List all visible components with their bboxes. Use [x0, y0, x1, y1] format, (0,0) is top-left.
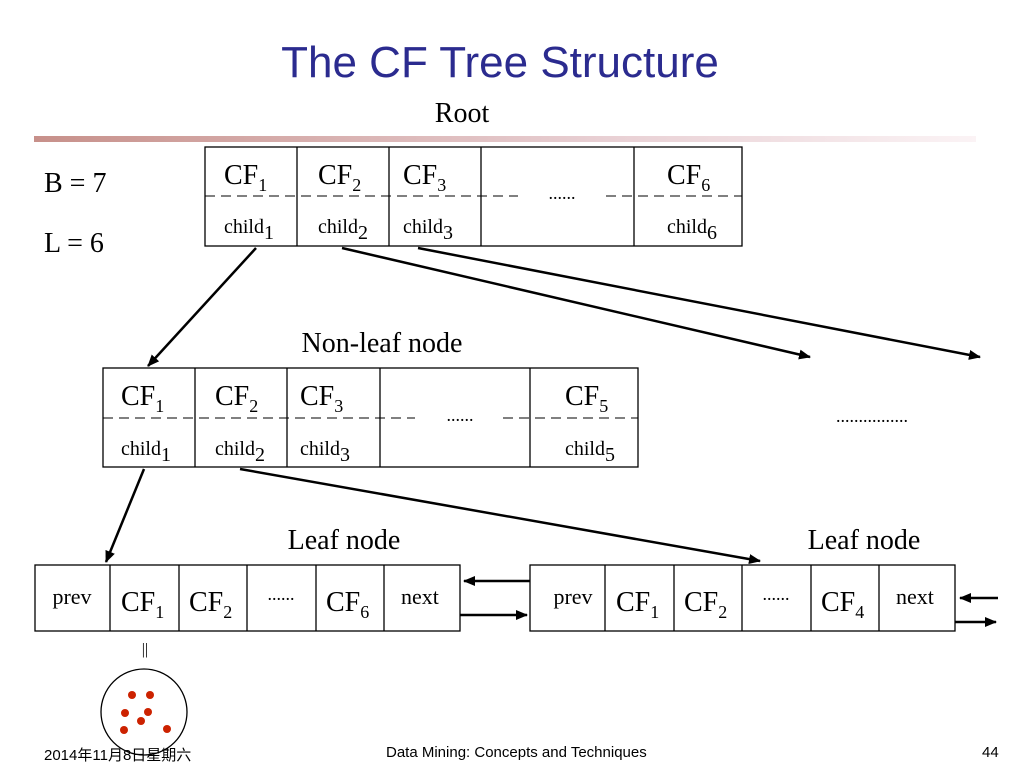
data-point	[137, 717, 145, 725]
leaf1-cf-6: CF6	[326, 587, 369, 622]
root-child-3: child3	[403, 216, 453, 244]
nonleaf-child-2: child2	[215, 438, 265, 466]
param-b: B = 7	[44, 168, 106, 199]
param-l: L = 6	[44, 228, 104, 259]
nonleaf-cf-5: CF5	[565, 381, 608, 416]
nonleaf-cf-2: CF2	[215, 381, 258, 416]
footer-date: 2014年11月8日星期六	[44, 747, 192, 764]
nonleaf-child-3: child3	[300, 438, 350, 466]
leaf1-cf-1: CF1	[121, 587, 164, 622]
footer-page-number: 44	[982, 744, 999, 761]
root-label: Root	[435, 98, 490, 129]
leaf2-ellipsis: ......	[763, 584, 790, 604]
nonleaf-child2-arrow	[239, 467, 761, 565]
data-point	[121, 709, 129, 717]
root-cf-2: CF2	[318, 160, 361, 195]
root-child1-arrow	[147, 247, 257, 367]
title-accent-bar	[34, 136, 976, 142]
root-child-1: child1	[224, 216, 274, 244]
root-child2-arrow	[341, 246, 811, 360]
root-cf-6: CF6	[667, 160, 710, 195]
leaf2-prev: prev	[553, 584, 592, 609]
equals-mark: ||	[142, 641, 148, 658]
root-ellipsis: ......	[549, 183, 576, 203]
nonleaf-child-1: child1	[121, 438, 171, 466]
leaf1-label: Leaf node	[288, 525, 401, 556]
leaf1-prev: prev	[52, 584, 91, 609]
leaf-node-1: prev CF1 CF2 ...... CF6 next	[34, 564, 461, 632]
cluster-circle	[100, 668, 188, 756]
slide-title: The CF Tree Structure	[281, 38, 719, 87]
data-point	[128, 691, 136, 699]
footer-course: Data Mining: Concepts and Techniques	[386, 744, 647, 761]
nonleaf-child1-arrow	[104, 468, 146, 563]
root-node: CF1 CF2 CF3 CF6 ...... child1 child2 chi…	[204, 146, 743, 247]
leaf2-next: next	[896, 584, 934, 609]
leaf2-cf-2: CF2	[684, 587, 727, 622]
nonleaf-cf-3: CF3	[300, 381, 343, 416]
leaf2-cf-1: CF1	[616, 587, 659, 622]
root-child-6: child6	[667, 216, 717, 244]
leaf-node-2: prev CF1 CF2 ...... CF4 next	[529, 564, 956, 632]
root-cf-3: CF3	[403, 160, 446, 195]
leaf1-ellipsis: ......	[268, 584, 295, 604]
root-child-2: child2	[318, 216, 368, 244]
data-point	[144, 708, 152, 716]
root-cf-1: CF1	[224, 160, 267, 195]
nonleaf-child-5: child5	[565, 438, 615, 466]
leaf2-label: Leaf node	[808, 525, 921, 556]
data-point	[146, 691, 154, 699]
data-point	[163, 725, 171, 733]
nonleaf-ellipsis: ......	[447, 405, 474, 425]
nonleaf-cf-1: CF1	[121, 381, 164, 416]
nonleaf-node: CF1 CF2 CF3 CF5 ...... child1 child2 chi…	[102, 367, 639, 468]
root-child3-arrow	[417, 246, 981, 360]
leaf1-next: next	[401, 584, 439, 609]
data-point	[120, 726, 128, 734]
more-nodes-ellipsis: ................	[836, 406, 908, 426]
leaf1-cf-2: CF2	[189, 587, 232, 622]
leaf2-cf-4: CF4	[821, 587, 864, 622]
nonleaf-label: Non-leaf node	[302, 328, 463, 359]
